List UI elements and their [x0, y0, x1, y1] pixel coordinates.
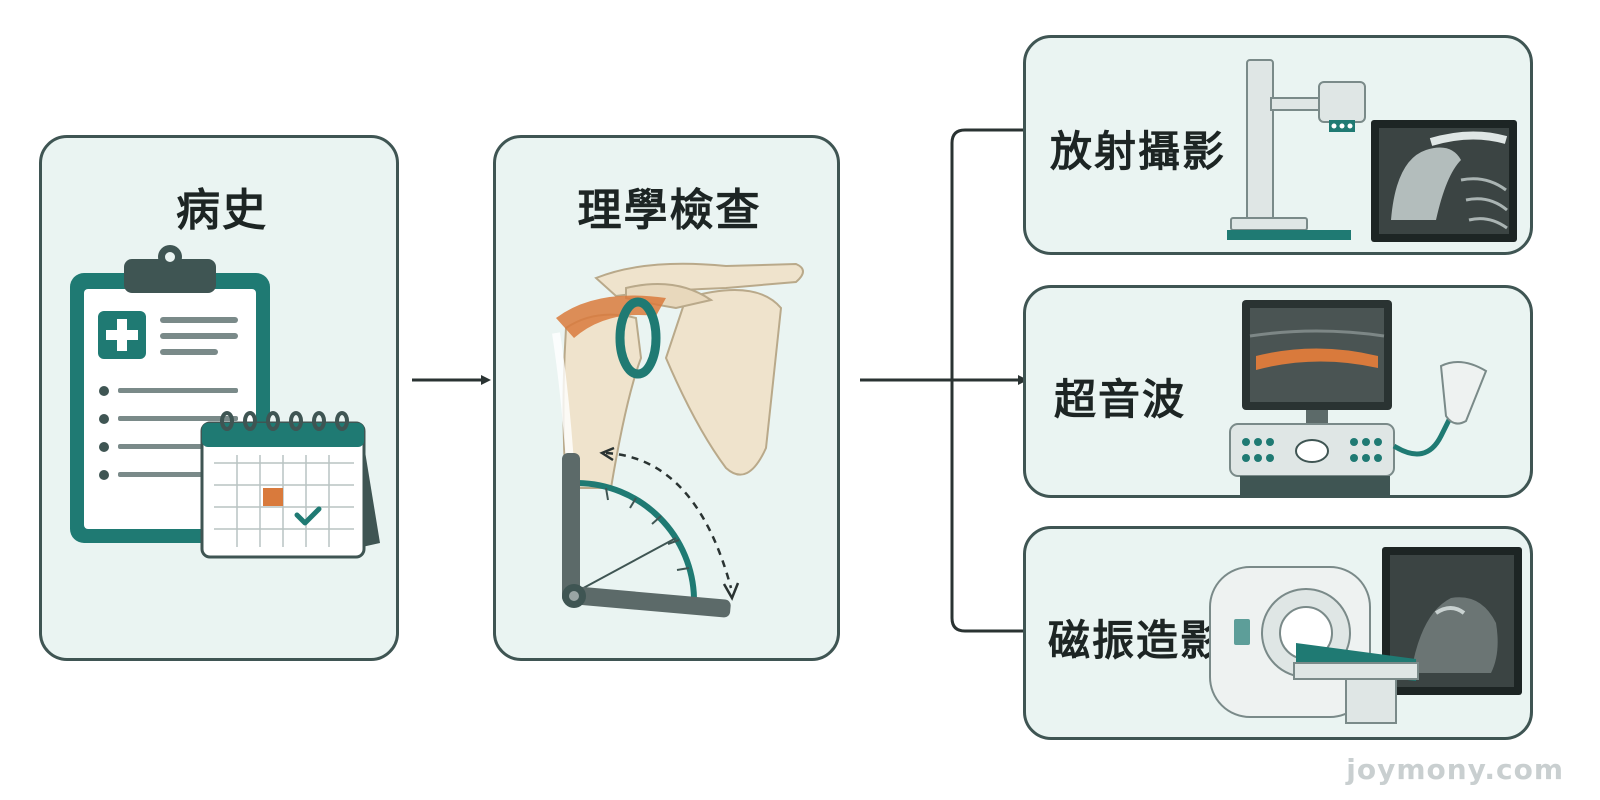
shoulder-goniometer-icon: [552, 262, 804, 618]
physical-exam-title: 理學檢查: [577, 185, 762, 236]
clipboard-calendar-icon: [70, 245, 380, 559]
ultrasound-title: 超音波: [1054, 375, 1187, 424]
history-card: 病史: [39, 135, 399, 661]
watermark: joymony.com: [1346, 753, 1564, 786]
xray-title: 放射攝影: [1050, 127, 1227, 176]
history-title: 病史: [176, 185, 268, 236]
ultrasound-card: 超音波: [1023, 285, 1533, 498]
xray-machine-icon: [1227, 59, 1517, 242]
physical-exam-card: 理學檢查: [493, 135, 840, 661]
branch-connector: [950, 128, 1025, 633]
ultrasound-machine-icon: [1229, 300, 1488, 496]
mri-scanner-icon: [1209, 547, 1522, 724]
mri-card: 磁振造影: [1023, 526, 1533, 740]
mri-title: 磁振造影: [1048, 616, 1225, 665]
xray-card: 放射攝影: [1023, 35, 1533, 255]
